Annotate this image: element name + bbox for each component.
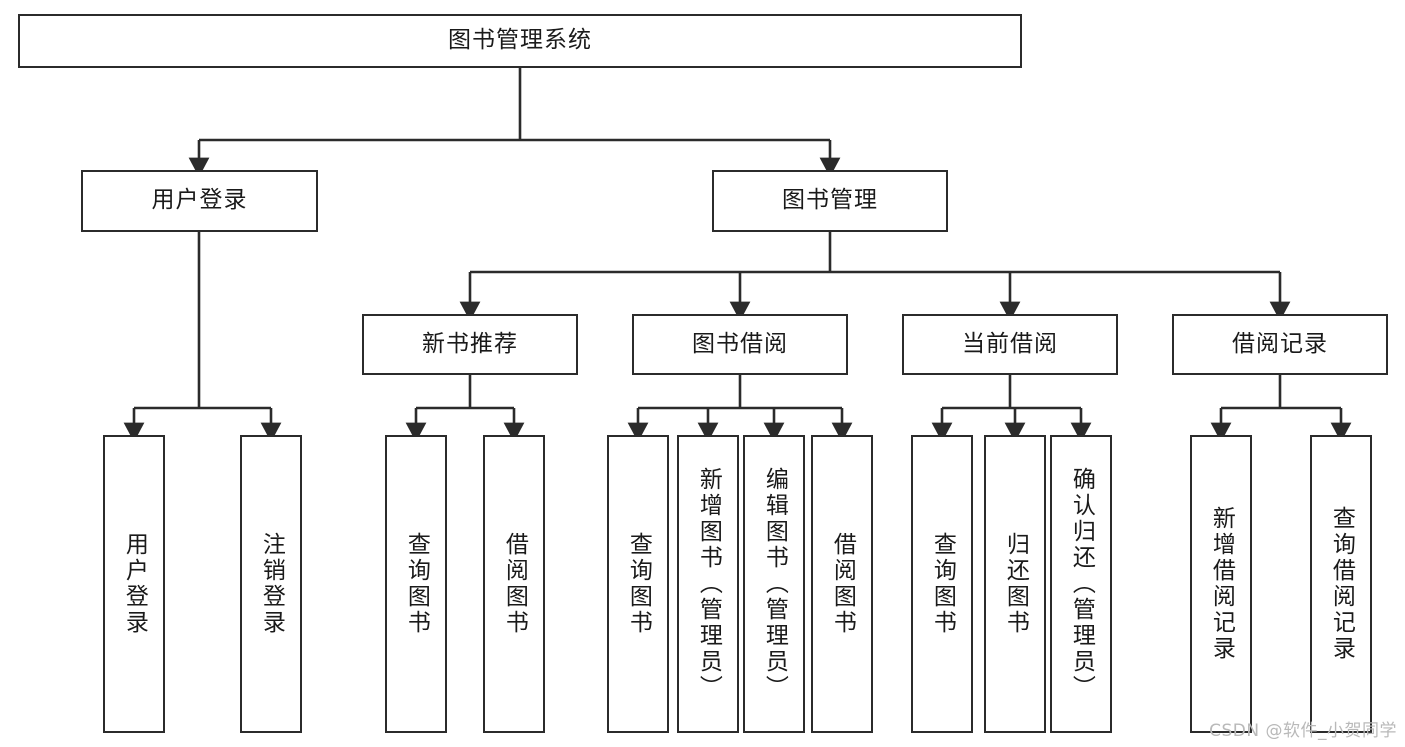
node-borrow-record[interactable]: 借阅记录 [1172, 314, 1388, 375]
leaf-node[interactable]: 确认归还（管理员） [1050, 435, 1112, 733]
node-root-label: 图书管理系统 [448, 27, 592, 54]
leaf-label: 用户登录 [121, 532, 148, 636]
node-borrow-record-label: 借阅记录 [1232, 330, 1328, 357]
leaf-node[interactable]: 借阅图书 [483, 435, 545, 733]
leaf-label: 借阅图书 [501, 532, 528, 636]
node-new-book-recommend-label: 新书推荐 [422, 330, 518, 357]
leaf-node[interactable]: 查询图书 [385, 435, 447, 733]
leaf-node[interactable]: 查询图书 [607, 435, 669, 733]
leaf-label: 新增借阅记录 [1208, 506, 1235, 662]
leaf-node[interactable]: 注销登录 [240, 435, 302, 733]
leaf-label: 注销登录 [258, 532, 285, 636]
node-new-book-recommend[interactable]: 新书推荐 [362, 314, 578, 375]
node-root[interactable]: 图书管理系统 [18, 14, 1022, 68]
leaf-node[interactable]: 查询借阅记录 [1310, 435, 1372, 733]
leaf-label: 借阅图书 [829, 532, 856, 636]
leaf-label: 查询图书 [929, 532, 956, 636]
node-book-borrow-label: 图书借阅 [692, 330, 788, 357]
leaf-node[interactable]: 归还图书 [984, 435, 1046, 733]
node-book-borrow[interactable]: 图书借阅 [632, 314, 848, 375]
leaf-node[interactable]: 借阅图书 [811, 435, 873, 733]
watermark-text: CSDN @软件_小贺同学 [1209, 721, 1397, 741]
leaf-node[interactable]: 编辑图书（管理员） [743, 435, 805, 733]
node-book-management-label: 图书管理 [782, 187, 878, 214]
node-book-management[interactable]: 图书管理 [712, 170, 948, 232]
leaf-node[interactable]: 新增借阅记录 [1190, 435, 1252, 733]
node-user-login[interactable]: 用户登录 [81, 170, 318, 232]
leaf-node[interactable]: 查询图书 [911, 435, 973, 733]
leaf-label: 新增图书（管理员） [695, 467, 722, 701]
leaf-label: 查询图书 [403, 532, 430, 636]
leaf-label: 归还图书 [1002, 532, 1029, 636]
leaf-node[interactable]: 用户登录 [103, 435, 165, 733]
node-current-borrow[interactable]: 当前借阅 [902, 314, 1118, 375]
leaf-node[interactable]: 新增图书（管理员） [677, 435, 739, 733]
leaf-label: 编辑图书（管理员） [761, 467, 788, 701]
leaf-label: 确认归还（管理员） [1068, 467, 1095, 701]
leaf-label: 查询借阅记录 [1328, 506, 1355, 662]
node-current-borrow-label: 当前借阅 [962, 330, 1058, 357]
node-user-login-label: 用户登录 [151, 187, 248, 214]
leaf-label: 查询图书 [625, 532, 652, 636]
